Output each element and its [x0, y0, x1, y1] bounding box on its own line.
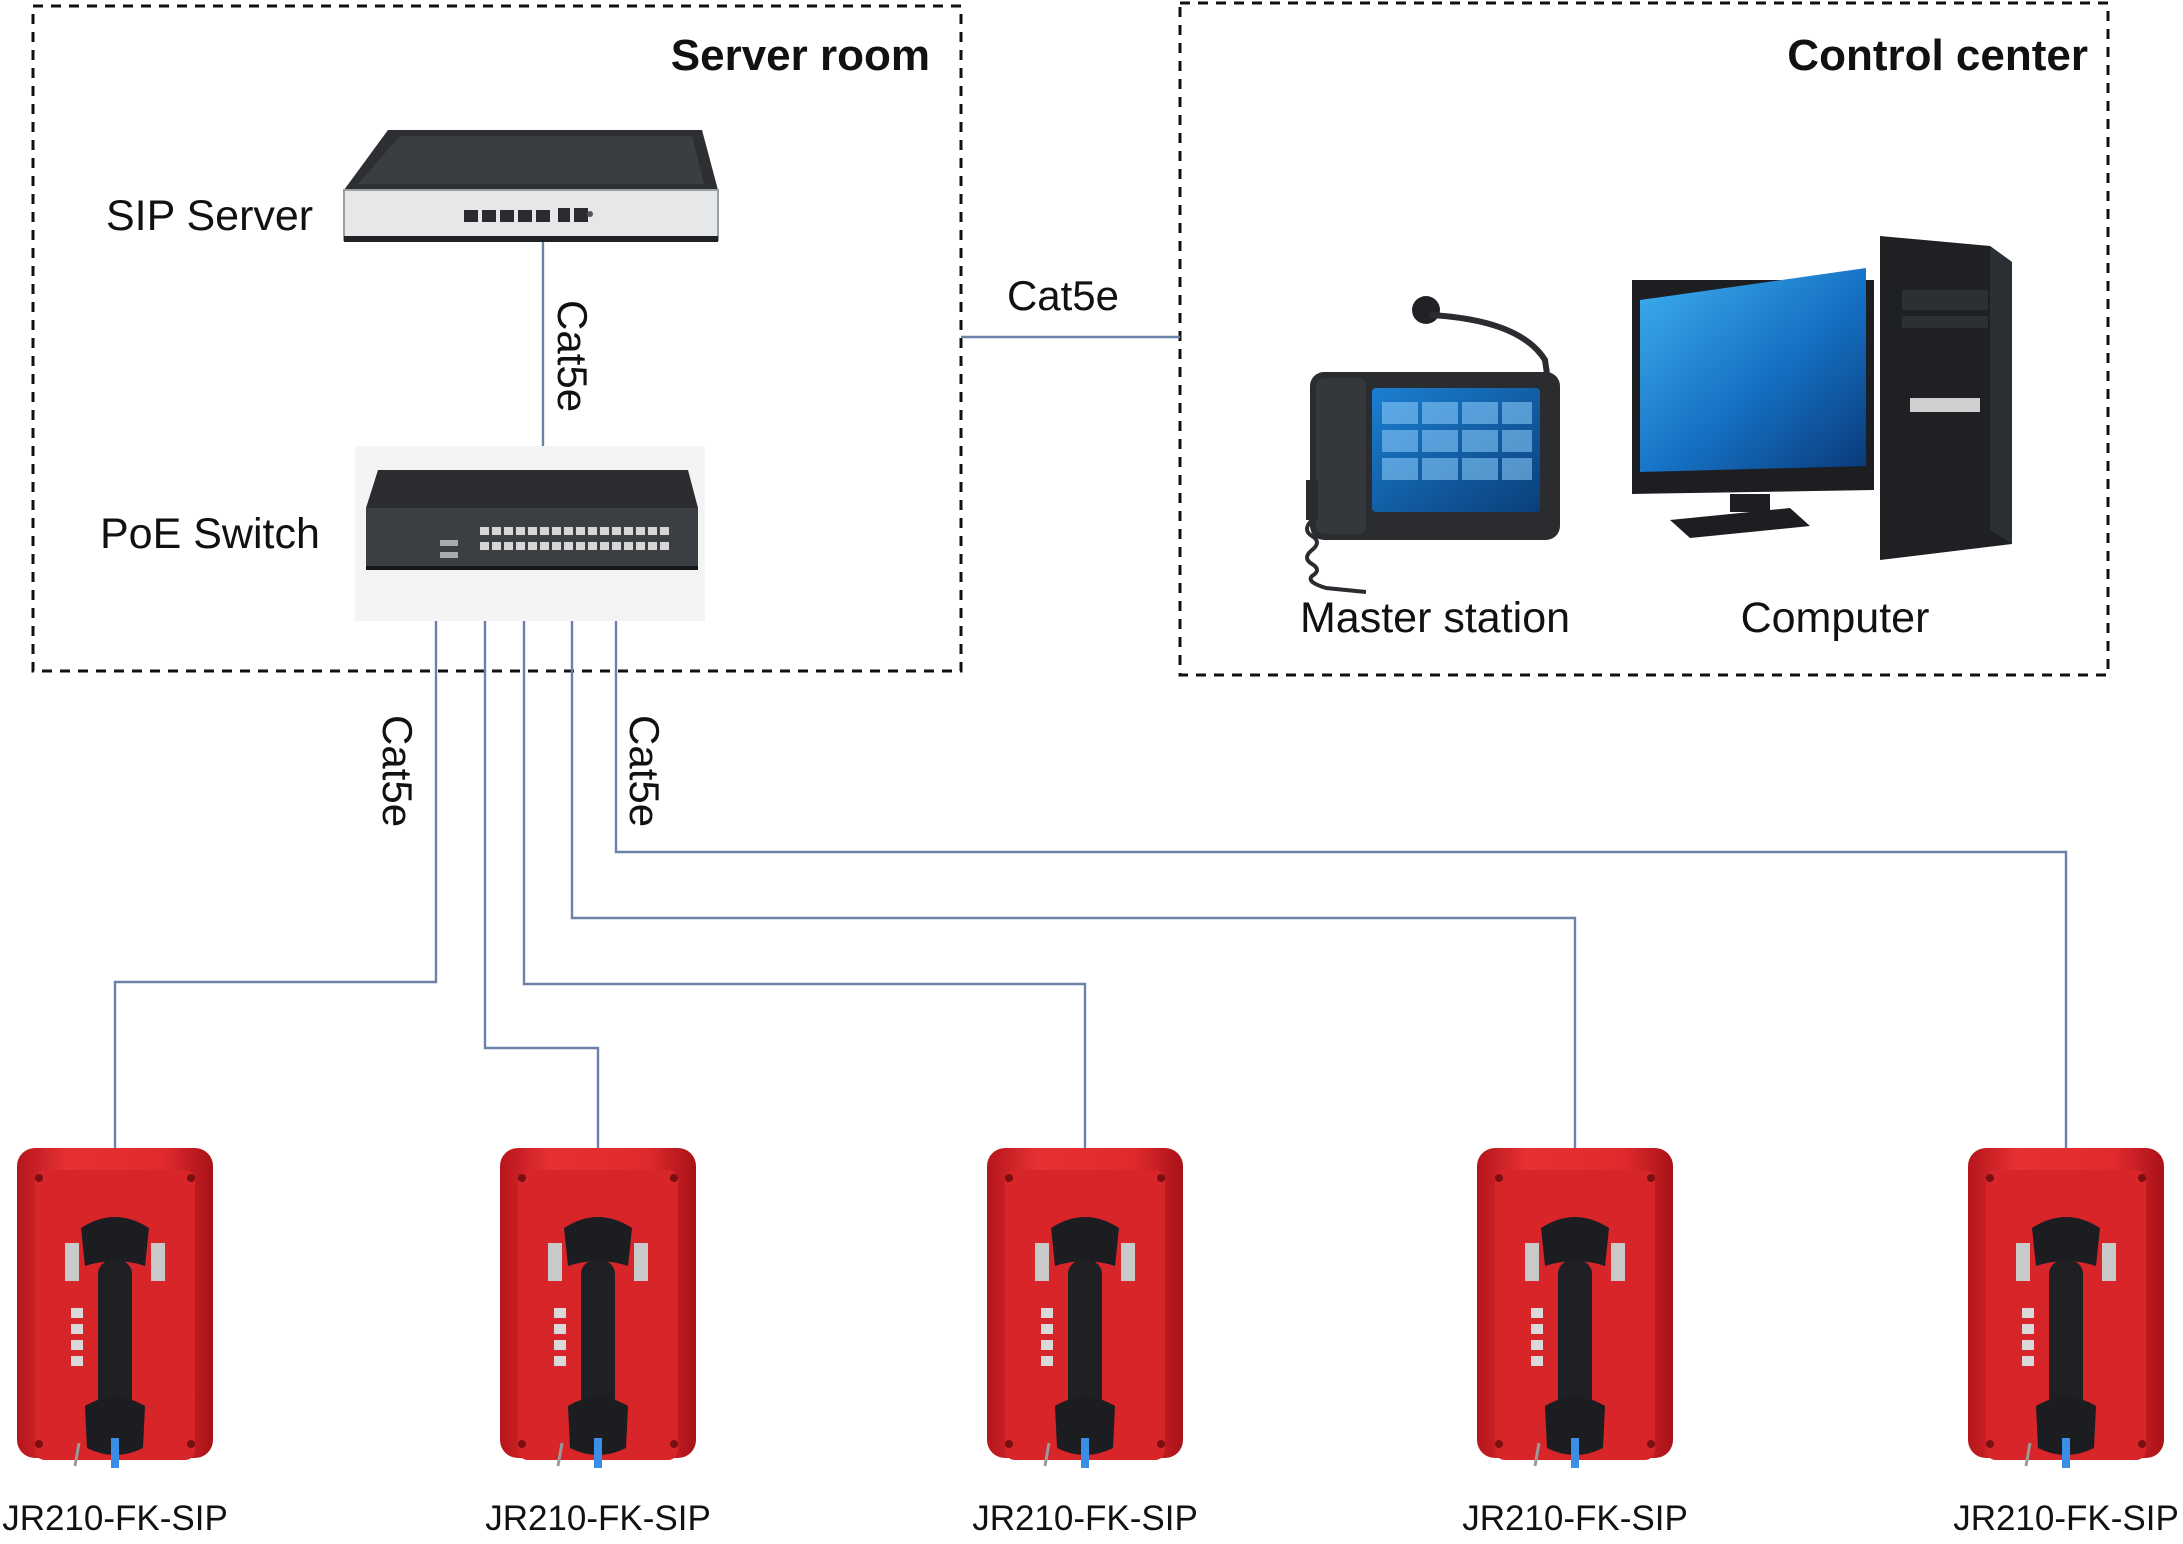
- phone-label-5: JR210-FK-SIP: [1953, 1499, 2179, 1538]
- cable-phone-1: [113, 594, 438, 1148]
- cable-phone-4: [570, 594, 1577, 1148]
- emergency-phone-icon: [1475, 1146, 1675, 1470]
- cable-label-switch-right: Cat5e: [621, 715, 668, 827]
- cable-phone-2: [483, 594, 600, 1148]
- master-station-icon: [1305, 296, 1560, 594]
- server-room-zone: [31, 4, 963, 673]
- control-center-zone: [1178, 1, 2110, 677]
- phone-4: JR210-FK-SIP: [1462, 1146, 1688, 1538]
- sip-server-label: SIP Server: [106, 192, 313, 240]
- phone-5: JR210-FK-SIP: [1953, 1146, 2179, 1538]
- emergency-phone-icon: [498, 1146, 698, 1470]
- phone-label-2: JR210-FK-SIP: [485, 1499, 711, 1538]
- phone-label-3: JR210-FK-SIP: [972, 1499, 1198, 1538]
- phone-label-1: JR210-FK-SIP: [2, 1499, 228, 1538]
- cable-phone-3: [522, 594, 1087, 1148]
- poe-switch-icon: [355, 446, 705, 621]
- desktop-computer-icon: [1632, 236, 2012, 560]
- cable-label-room-center: Cat5e: [1007, 272, 1119, 319]
- poe-switch-label: PoE Switch: [100, 510, 320, 558]
- emergency-phone-icon: [1966, 1146, 2166, 1470]
- cable-label-switch-left: Cat5e: [374, 715, 421, 827]
- server-room-title: Server room: [671, 31, 930, 80]
- sip-server-rack-icon: [343, 130, 719, 242]
- cable-label-server-switch: Cat5e: [549, 300, 596, 412]
- master-station-label: Master station: [1300, 594, 1570, 642]
- phone-2: JR210-FK-SIP: [485, 1146, 711, 1538]
- phone-label-4: JR210-FK-SIP: [1462, 1499, 1688, 1538]
- cable-phone-5: [614, 594, 2068, 1148]
- control-center-title: Control center: [1787, 31, 2088, 80]
- phone-1: JR210-FK-SIP: [2, 1146, 228, 1538]
- computer-label: Computer: [1741, 594, 1930, 642]
- emergency-phone-icon: [15, 1146, 215, 1470]
- phone-3: JR210-FK-SIP: [972, 1146, 1198, 1538]
- emergency-phone-icon: [985, 1146, 1185, 1470]
